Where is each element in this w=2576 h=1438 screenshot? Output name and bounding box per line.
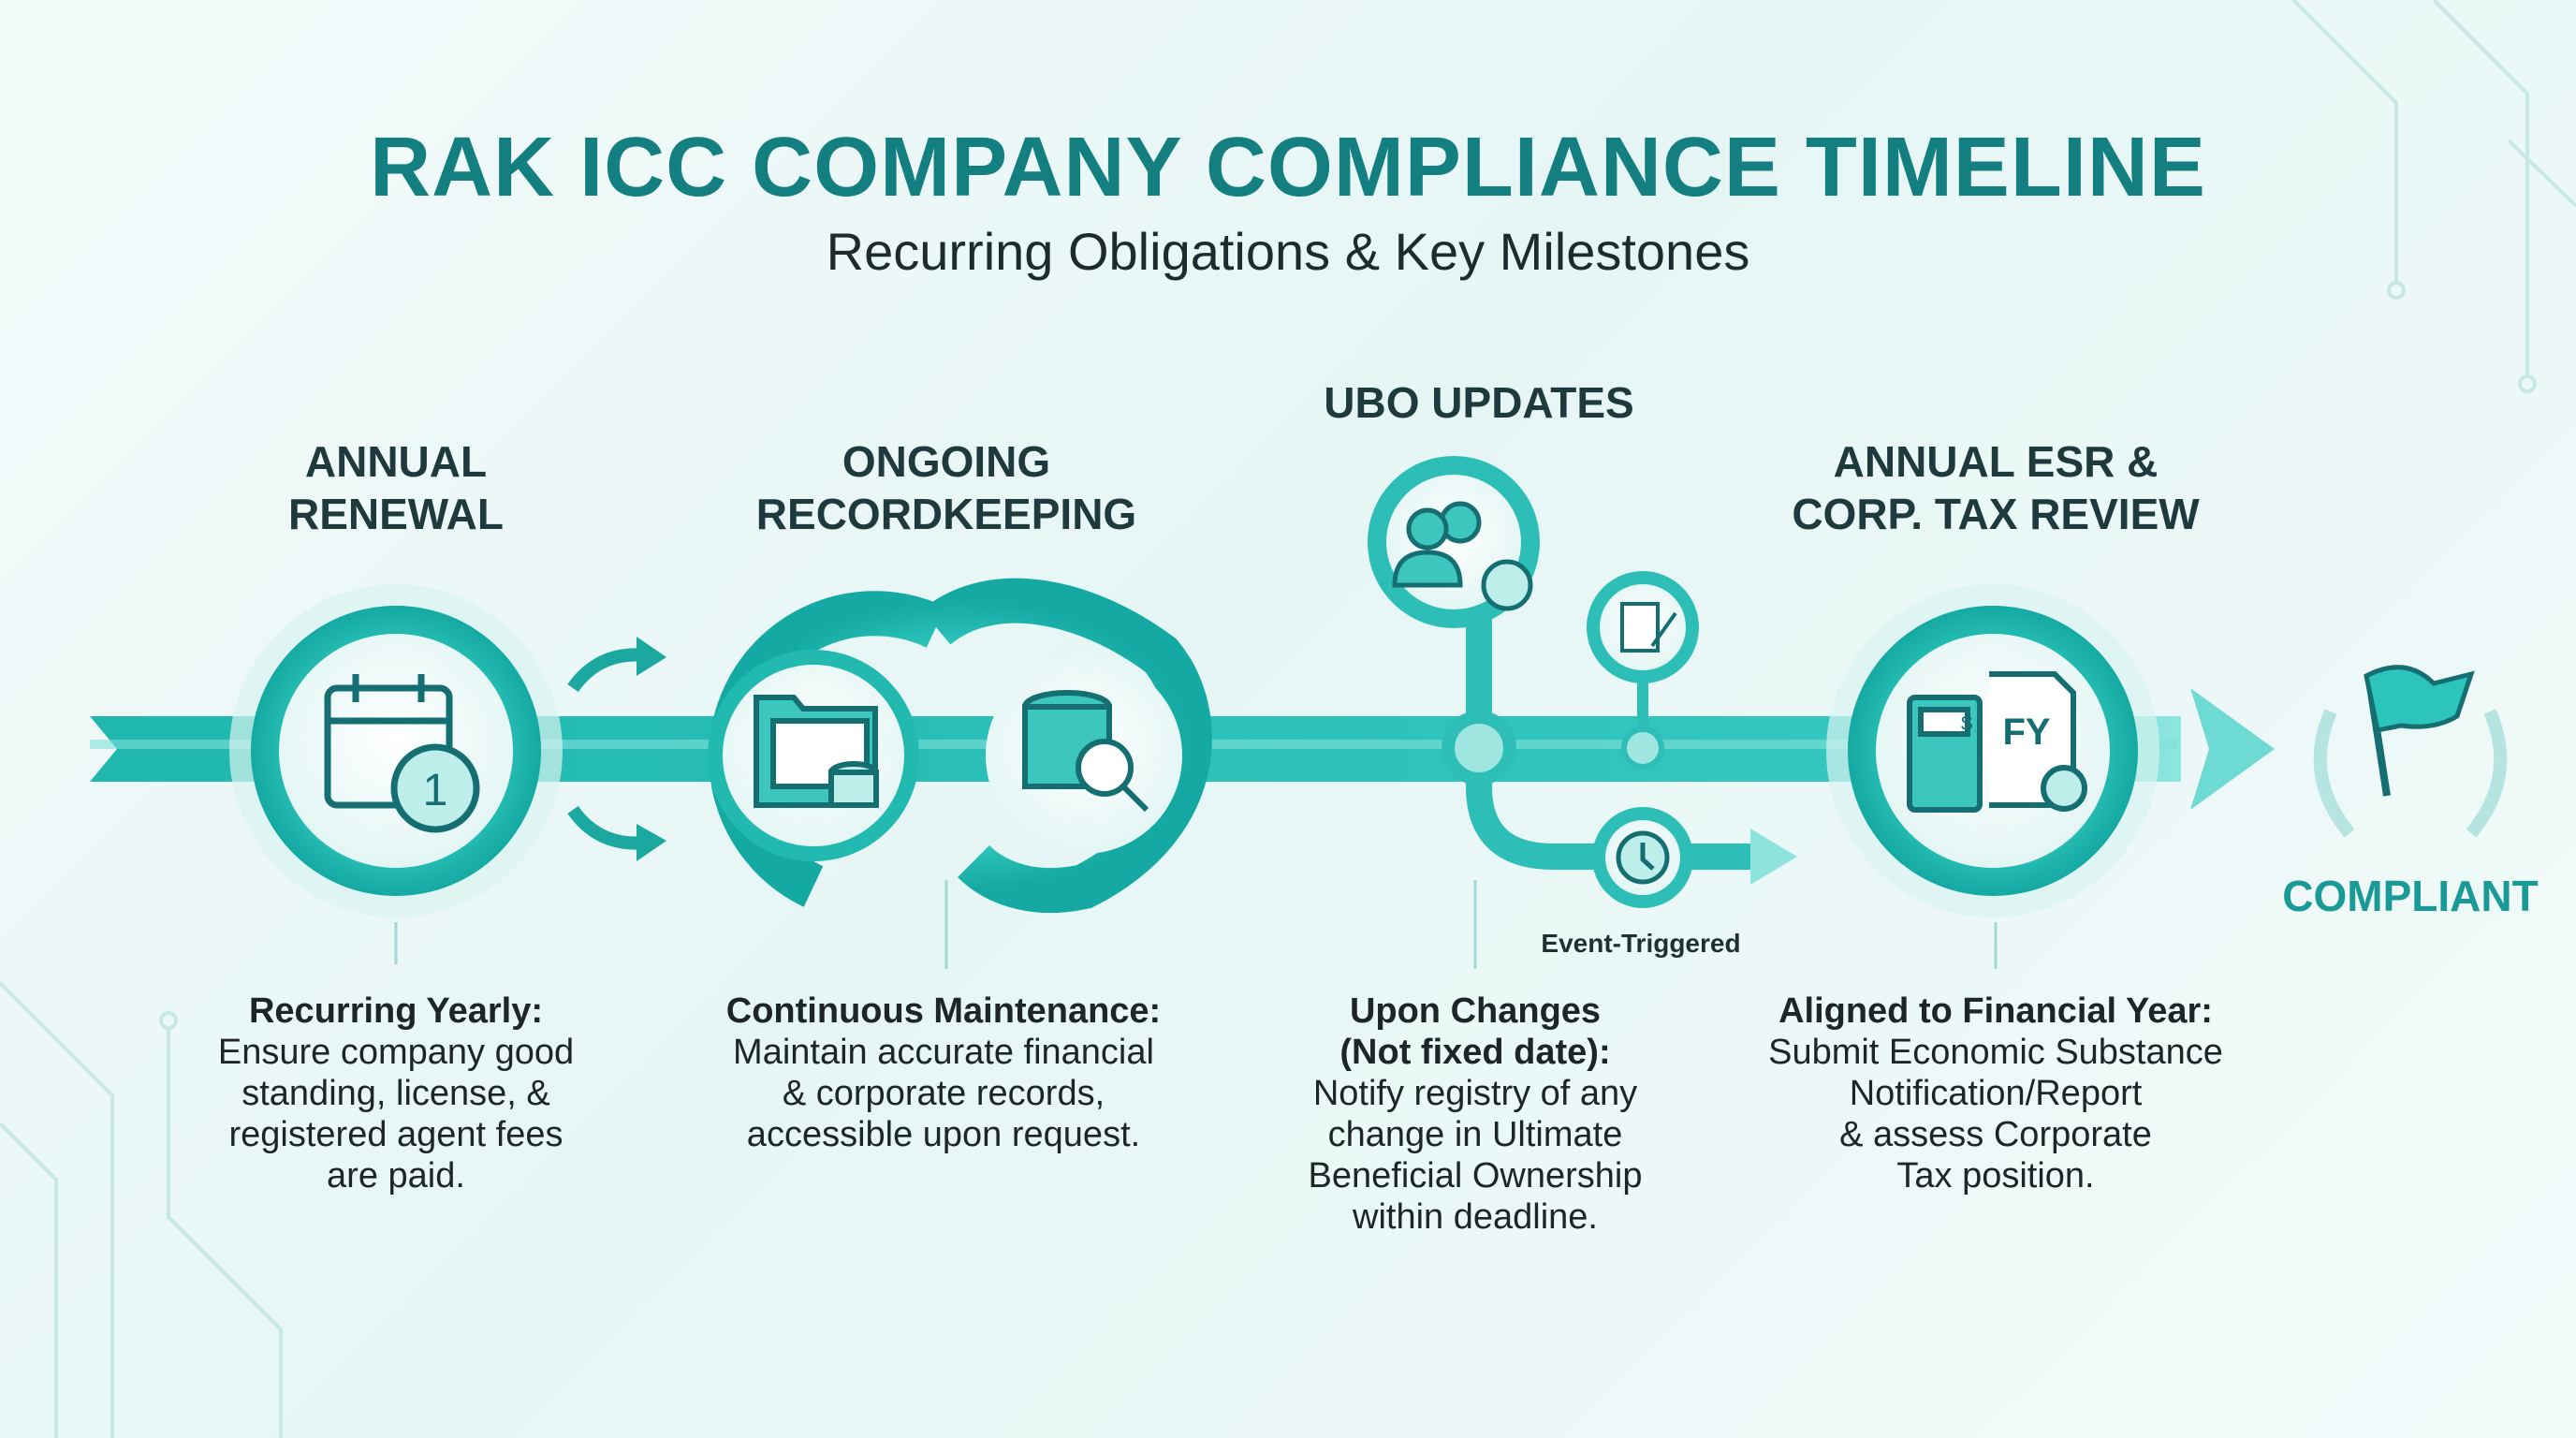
curved-arrow-up bbox=[567, 648, 647, 693]
desc-line: & assess Corporate bbox=[1839, 1115, 2152, 1154]
clock-icon bbox=[1616, 830, 1670, 885]
desc-line: Submit Economic Substance bbox=[1768, 1033, 2223, 1072]
desc-line: Ensure company good bbox=[217, 1033, 575, 1072]
desc-heading: Aligned to Financial Year: bbox=[1778, 991, 2213, 1031]
stage-desc-recordkeeping: Continuous Maintenance: Maintain accurat… bbox=[726, 990, 1161, 1155]
stage-title-ubo: UBO UPDATES bbox=[1324, 376, 1633, 429]
stage-title-recordkeeping: ONGOING RECORDKEEPING bbox=[756, 435, 1136, 540]
stage-desc-annual-renewal: Recurring Yearly: Ensure company good st… bbox=[218, 990, 574, 1196]
calendar-renewal-icon: 1 bbox=[324, 674, 480, 833]
desc-line: Maintain accurate financial bbox=[733, 1033, 1154, 1072]
svg-text:1: 1 bbox=[423, 766, 448, 815]
desc-line: are paid. bbox=[327, 1156, 465, 1196]
stage-title-line: CORP. TAX REVIEW bbox=[1792, 490, 2200, 538]
desc-line: standing, license, & bbox=[242, 1074, 550, 1113]
stage-title-line: RECORDKEEPING bbox=[755, 490, 1137, 538]
branch-label: Event-Triggered bbox=[1541, 929, 1741, 958]
desc-heading: (Not fixed date): bbox=[1339, 1033, 1611, 1072]
stage-title-line: UBO UPDATES bbox=[1324, 378, 1634, 427]
stage-title-line: ANNUAL ESR & bbox=[1833, 437, 2159, 486]
desc-line: accessible upon request. bbox=[746, 1115, 1141, 1154]
folder-database-icon bbox=[754, 695, 879, 808]
desc-heading: Upon Changes bbox=[1349, 991, 1602, 1031]
stage-title-annual-renewal: ANNUAL RENEWAL bbox=[288, 435, 504, 540]
timeline-arrowhead bbox=[2190, 688, 2275, 810]
svg-text:FY: FY bbox=[2002, 712, 2050, 753]
desc-line: Notify registry of any bbox=[1312, 1074, 1638, 1113]
document-edit-icon bbox=[1620, 602, 1677, 653]
flag-laurel-icon bbox=[2313, 665, 2508, 838]
desc-line: & corporate records, bbox=[782, 1074, 1105, 1113]
users-sync-icon bbox=[1392, 501, 1533, 611]
desc-line: Tax position. bbox=[1896, 1156, 2095, 1196]
stage-title-line: ANNUAL bbox=[304, 437, 488, 486]
desc-line: change in Ultimate bbox=[1327, 1115, 1623, 1154]
curved-arrow-down bbox=[567, 805, 647, 850]
svg-text:$: $ bbox=[1961, 712, 1972, 735]
page-subtitle: Recurring Obligations & Key Milestones bbox=[826, 222, 1750, 281]
desc-line: within deadline. bbox=[1353, 1197, 1598, 1237]
calculator-fy-icon: FY $ bbox=[1907, 671, 2087, 813]
database-search-icon bbox=[1022, 690, 1149, 813]
stage-title-line: ONGOING bbox=[842, 437, 1051, 486]
desc-line: Beneficial Ownership bbox=[1308, 1156, 1643, 1196]
stage-title-line: RENEWAL bbox=[288, 490, 504, 538]
stage-title-esr: ANNUAL ESR & CORP. TAX REVIEW bbox=[1792, 435, 2199, 540]
desc-line: Notification/Report bbox=[1849, 1074, 2143, 1113]
desc-heading: Continuous Maintenance: bbox=[725, 991, 1162, 1031]
desc-heading: Recurring Yearly: bbox=[248, 991, 543, 1031]
desc-line: registered agent fees bbox=[228, 1115, 564, 1154]
page-title: RAK ICC COMPANY COMPLIANCE TIMELINE bbox=[370, 121, 2206, 214]
stage-desc-esr: Aligned to Financial Year: Submit Econom… bbox=[1768, 990, 2223, 1196]
stage-desc-ubo: Upon Changes (Not fixed date): Notify re… bbox=[1309, 990, 1643, 1238]
compliant-label: COMPLIANT bbox=[2282, 872, 2539, 920]
